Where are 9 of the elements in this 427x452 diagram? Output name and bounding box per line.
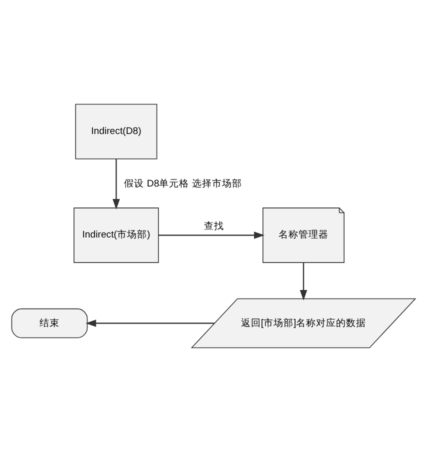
edge-label: 查找 bbox=[204, 220, 224, 232]
arrow bbox=[112, 158, 120, 210]
arrow bbox=[300, 262, 308, 301]
node-box: 结束 bbox=[11, 308, 88, 338]
edge-label: 假设 D8单元格 选择市场部 bbox=[124, 178, 242, 190]
arrow bbox=[158, 232, 265, 239]
arrow bbox=[86, 320, 214, 327]
node-box: Indirect(市场部) bbox=[74, 208, 159, 263]
node-box: Indirect(D8) bbox=[75, 104, 158, 160]
